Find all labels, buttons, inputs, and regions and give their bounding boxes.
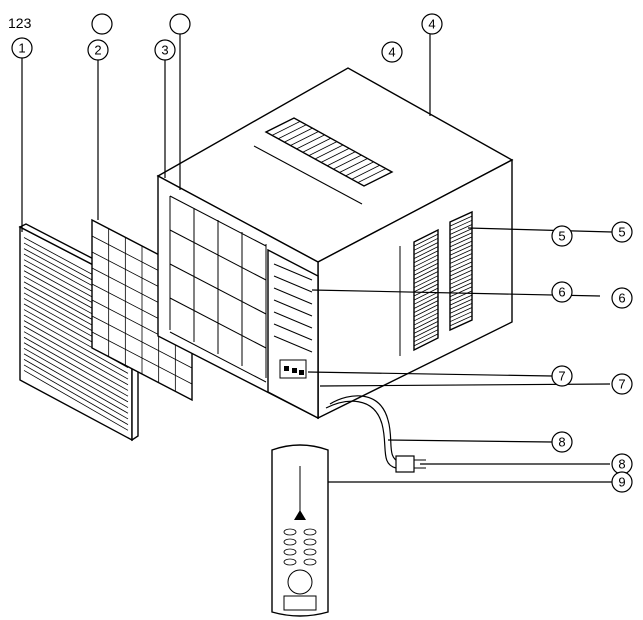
top-vent: [264, 117, 394, 187]
callout-6-a: 6: [551, 281, 573, 303]
control-buttons: [279, 359, 307, 379]
svg-text:4: 4: [428, 17, 435, 32]
svg-text:9: 9: [618, 475, 625, 490]
svg-text:6: 6: [618, 291, 625, 306]
side-vent-2: [449, 210, 473, 332]
svg-text:1: 1: [18, 41, 25, 56]
callout-2: 2: [87, 39, 109, 61]
empty-circle-top-2: [91, 13, 113, 35]
svg-text:8: 8: [618, 457, 625, 472]
side-vent-1: [413, 228, 439, 352]
svg-text:3: 3: [161, 43, 168, 58]
svg-text:5: 5: [558, 229, 565, 244]
header-label: 123: [8, 15, 32, 31]
callout-5-b: 5: [611, 221, 633, 243]
power-cord: [325, 395, 426, 473]
callout-8-a: 8: [551, 431, 573, 453]
unit-body: [156, 67, 514, 420]
svg-text:7: 7: [618, 377, 625, 392]
svg-text:4: 4: [388, 45, 395, 60]
callout-9: 9: [611, 471, 633, 493]
callout-1: 1: [11, 37, 33, 59]
callout-7-b: 7: [611, 373, 633, 395]
callout-5-a: 5: [551, 225, 573, 247]
callout-6-b: 6: [611, 287, 633, 309]
callout-8-b: 8: [611, 453, 633, 475]
svg-text:6: 6: [558, 285, 565, 300]
svg-text:2: 2: [94, 43, 101, 58]
callout-4-top: 4: [421, 13, 443, 35]
svg-text:5: 5: [618, 225, 625, 240]
remote-control: [271, 444, 329, 617]
callout-7-a: 7: [551, 365, 573, 387]
svg-text:7: 7: [558, 369, 565, 384]
empty-circle-top-3: [169, 13, 191, 35]
svg-text:8: 8: [558, 435, 565, 450]
callout-4-body: 4: [381, 41, 403, 63]
callout-3: 3: [154, 39, 176, 61]
